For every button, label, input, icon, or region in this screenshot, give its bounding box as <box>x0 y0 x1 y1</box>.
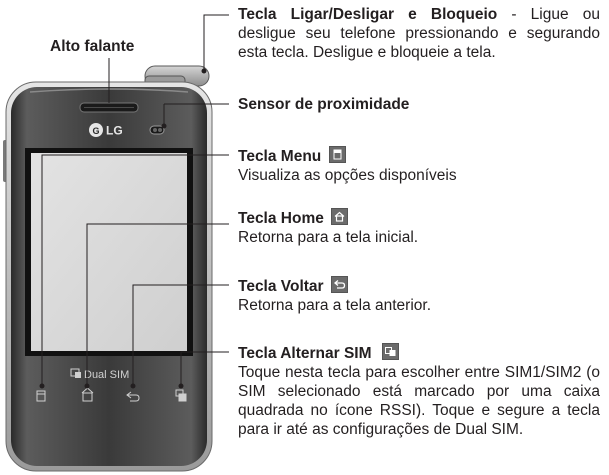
power-key-title: Tecla Ligar/Desligar e Bloqueio <box>238 6 498 23</box>
lg-logo: G LG <box>89 123 123 138</box>
svg-text:Dual SIM: Dual SIM <box>84 369 129 381</box>
menu-key-icon <box>328 146 346 163</box>
menu-key-title: Tecla Menu <box>238 148 322 165</box>
sim-key-title: Tecla Alternar SIM <box>238 345 372 362</box>
back-key-title: Tecla Voltar <box>238 278 324 295</box>
home-key-icon <box>331 208 349 225</box>
menu-touch-key <box>36 390 46 402</box>
menu-key-callout: Tecla Menu Visualiza as opções disponíve… <box>238 146 600 185</box>
sim-switch-key-icon <box>381 343 399 360</box>
leader-lines <box>41 14 229 386</box>
proximity-title: Sensor de proximidade <box>238 96 410 113</box>
sim-key-desc: Toque nesta tecla para escolher entre SI… <box>238 364 600 438</box>
home-key-title: Tecla Home <box>238 210 324 227</box>
lg-text: LG <box>106 124 123 138</box>
sim-touch-key <box>175 389 187 402</box>
home-key-callout: Tecla Home Retorna para a tela inicial. <box>238 208 600 247</box>
speaker-label: Alto falante <box>50 37 134 56</box>
screen <box>31 153 187 351</box>
menu-key-desc: Visualiza as opções disponíveis <box>238 167 457 184</box>
back-key-desc: Retorna para a tela anterior. <box>238 297 432 314</box>
back-key-callout: Tecla Voltar Retorna para a tela anterio… <box>238 276 600 315</box>
proximity-sensor <box>149 125 165 135</box>
back-touch-key <box>126 391 140 402</box>
phone-illustration: G LG Dual SIM <box>3 14 229 472</box>
power-key-desc: - Ligue ou desligue seu telefone pressio… <box>238 6 600 61</box>
home-key-desc: Retorna para a tela inicial. <box>238 229 419 246</box>
speaker-label-text: Alto falante <box>50 38 135 55</box>
proximity-callout: Sensor de proximidade <box>238 95 600 114</box>
back-key-icon <box>330 276 348 293</box>
power-key-callout: Tecla Ligar/Desligar e Bloqueio - Ligue … <box>238 5 600 62</box>
dual-sim-label: Dual SIM <box>70 368 129 381</box>
sim-key-callout: Tecla Alternar SIM Toque nesta tecla par… <box>238 343 600 439</box>
svg-text:G: G <box>92 126 99 136</box>
leader-dots <box>39 68 207 389</box>
